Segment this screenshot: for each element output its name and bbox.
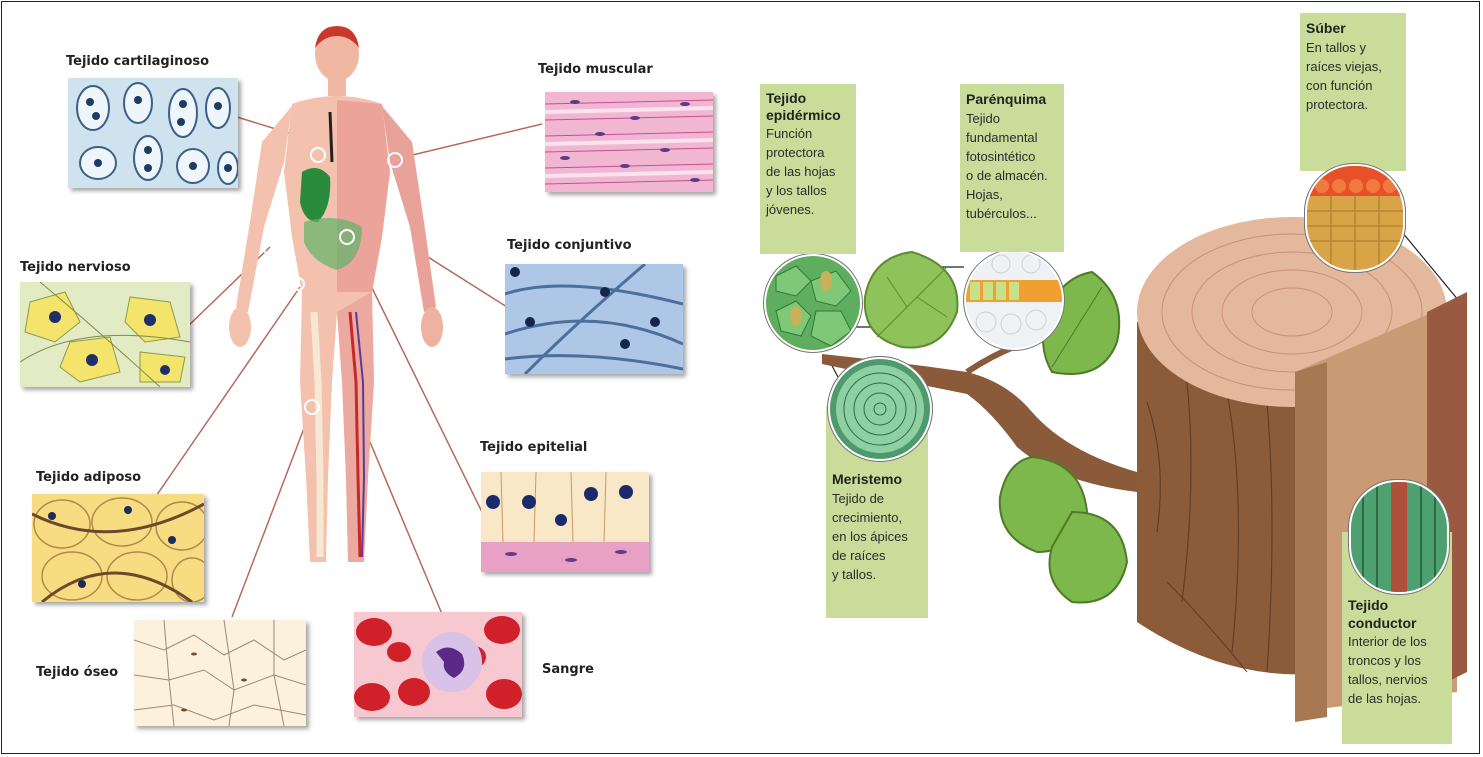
tissue-sangre-image — [354, 612, 522, 717]
circle-parenquima — [964, 250, 1064, 350]
conductor-title: Tejido conductor — [1348, 596, 1446, 632]
label-adiposo: Tejido adiposo — [36, 470, 141, 485]
circle-meristemo-overlay — [828, 357, 932, 461]
conductor-desc: Interior de los troncos y los tallos, ne… — [1348, 632, 1446, 708]
meristemo-desc: Tejido de crecimiento, en los ápices de … — [832, 489, 922, 584]
label-cartilaginoso: Tejido cartilaginoso — [66, 54, 209, 69]
tissue-adiposo-image — [32, 494, 204, 602]
meristemo-title: Meristemo — [832, 470, 922, 489]
label-oseo: Tejido óseo — [36, 665, 118, 680]
tissue-conjuntivo-image — [505, 264, 683, 374]
suber-desc: En tallos y raíces viejas, con función p… — [1306, 38, 1400, 114]
box-epidermico: Tejido epidérmico Función protectora de … — [760, 84, 856, 254]
tissue-oseo-image — [134, 620, 306, 726]
tissue-epitelial-image — [481, 472, 649, 572]
label-nervioso: Tejido nervioso — [20, 260, 131, 275]
human-body-illustration — [222, 22, 452, 587]
tissue-nervioso-image — [20, 282, 190, 387]
label-conjuntivo: Tejido conjuntivo — [507, 238, 632, 253]
circle-epidermico — [764, 254, 862, 352]
box-parenquima: Parénquima Tejido fundamental fotosintét… — [960, 84, 1064, 252]
epidermico-desc: Función protectora de las hojas y los ta… — [766, 124, 850, 219]
epidermico-title: Tejido epidérmico — [766, 90, 850, 124]
parenquima-desc: Tejido fundamental fotosintético o de al… — [966, 109, 1058, 223]
label-epitelial: Tejido epitelial — [480, 440, 587, 455]
tissue-cartilaginoso-image — [68, 78, 238, 188]
tissue-muscular-image — [545, 92, 713, 192]
label-muscular: Tejido muscular — [538, 62, 653, 77]
circle-suber-overlay — [1305, 164, 1405, 272]
label-sangre: Sangre — [542, 662, 594, 677]
suber-title: Súber — [1306, 19, 1400, 38]
leaf-3 — [992, 452, 1132, 612]
parenquima-title: Parénquima — [966, 90, 1058, 109]
box-suber: Súber En tallos y raíces viejas, con fun… — [1300, 13, 1406, 171]
circle-conductor-overlay — [1349, 480, 1449, 594]
leaf-1 — [857, 247, 967, 357]
